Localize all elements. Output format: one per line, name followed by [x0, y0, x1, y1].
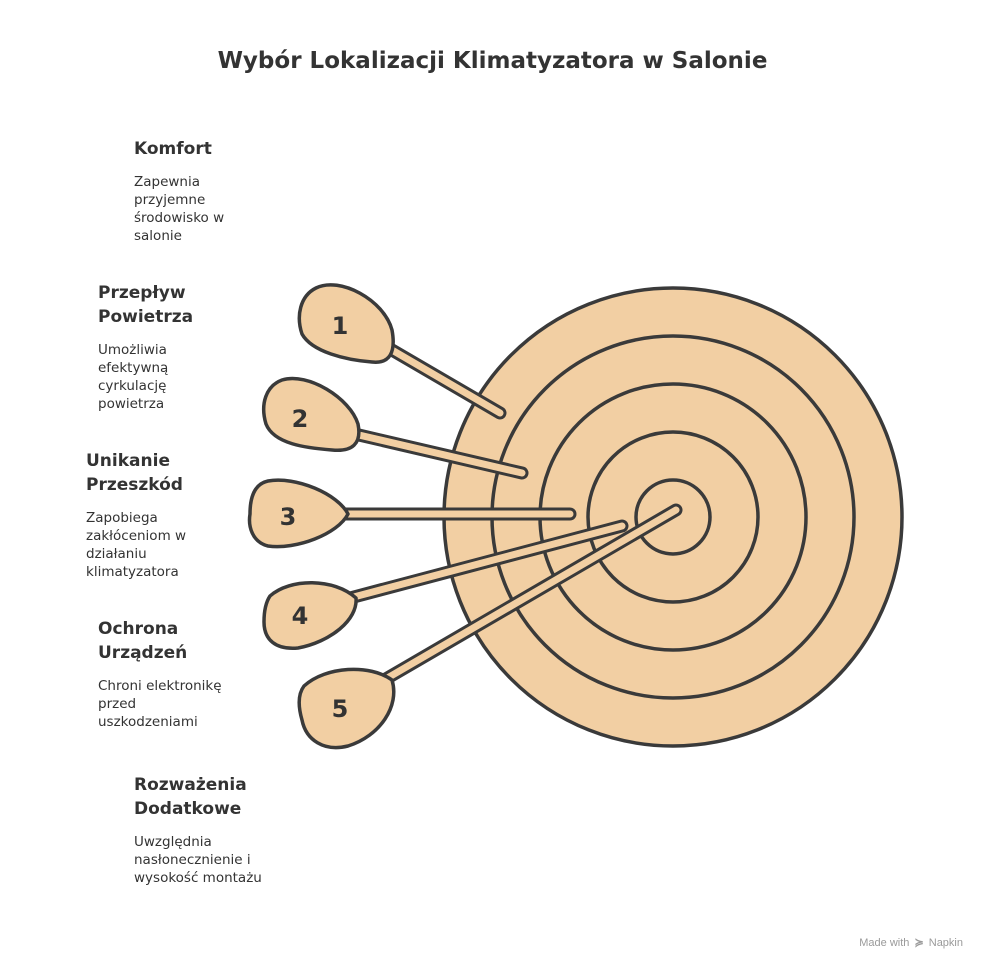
dart-2: 2: [261, 376, 529, 480]
dart-number: 1: [332, 312, 349, 340]
dart-head: [261, 376, 361, 453]
item-title: Komfort: [134, 139, 212, 159]
dart-number: 5: [332, 695, 349, 723]
dart-1: 1: [297, 283, 507, 420]
target-bullseye: [634, 478, 712, 556]
item-description: Zapewnia przyjemne środowisko w salonie: [134, 174, 225, 244]
dart-4: 4: [262, 519, 629, 650]
dart-number: 3: [280, 503, 297, 531]
dart-number: 2: [292, 405, 309, 433]
dart-3: 3: [247, 478, 577, 549]
item-title: Unikanie Przeszkód: [86, 451, 183, 495]
item-title: Rozważenia Dodatkowe: [134, 775, 247, 819]
item-unikanie-przeszkod: Unikanie Przeszkód Zapobiega zakłóceniom…: [86, 449, 286, 581]
dart-number: 4: [292, 602, 309, 630]
dart-5: 5: [297, 503, 683, 750]
item-description: Zapobiega zakłóceniom w działaniu klimat…: [86, 510, 187, 580]
dart-head: [247, 478, 350, 549]
diagram-title: Wybór Lokalizacji Klimatyzatora w Saloni…: [217, 48, 768, 74]
target-ring-4: [586, 430, 760, 604]
item-komfort: Komfort Zapewnia przyjemne środowisko w …: [134, 137, 334, 245]
dart-shaft: [342, 428, 526, 477]
dart-shaft: [346, 522, 626, 602]
item-rozwazenia-dodatkowe: Rozważenia Dodatkowe Uwzględnia nasłonec…: [134, 773, 334, 887]
footer-made-with: Made with: [859, 937, 910, 949]
footer-brand: Napkin: [928, 937, 963, 949]
dart-head: [262, 581, 358, 650]
dart-shaft: [380, 506, 680, 684]
item-description: Uwzględnia nasłonecznienie i wysokość mo…: [134, 834, 262, 886]
dart-head: [297, 667, 396, 750]
item-title: Przepływ Powietrza: [98, 283, 194, 327]
dart-head: [297, 283, 395, 364]
item-ochrona-urzadzen: Ochrona Urządzeń Chroni elektronikę prze…: [98, 617, 298, 731]
napkin-logo-icon: ≽: [914, 937, 924, 949]
dart-shaft: [376, 339, 504, 417]
footer-credit: Made with ≽ Napkin: [859, 936, 963, 949]
item-description: Chroni elektronikę przed uszkodzeniami: [98, 678, 222, 730]
item-przeplyw-powietrza: Przepływ Powietrza Umożliwia efektywną c…: [98, 281, 298, 413]
item-title: Ochrona Urządzeń: [98, 619, 188, 663]
item-description: Umożliwia efektywną cyrkulację powietrza: [98, 342, 169, 412]
